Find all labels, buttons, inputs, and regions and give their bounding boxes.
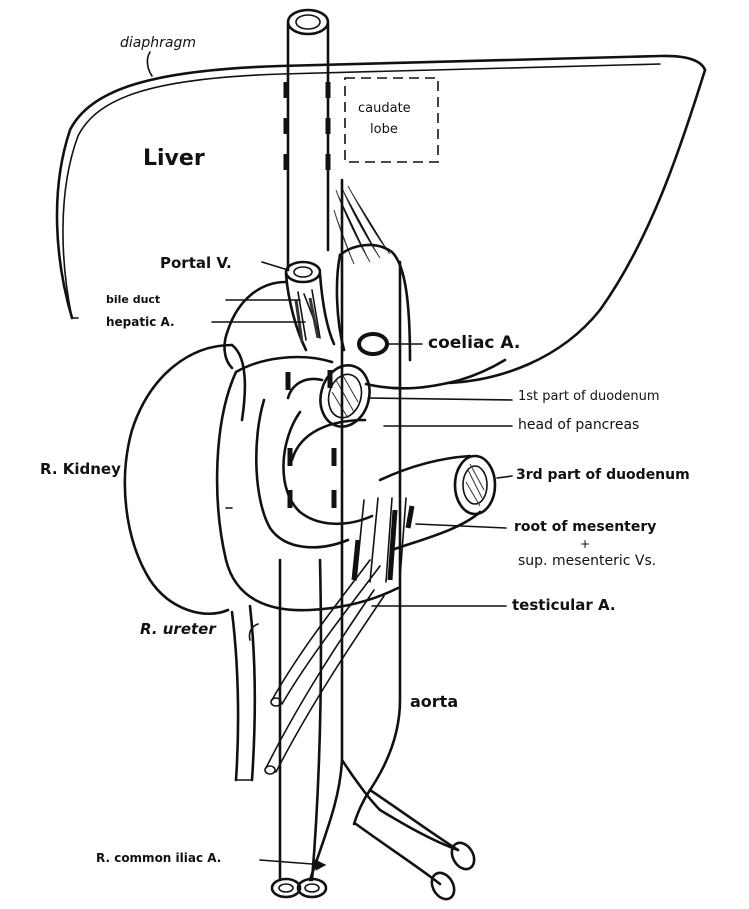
coeliac-artery-ring — [359, 334, 387, 354]
label-bile-duct: bile duct — [106, 294, 160, 305]
label-testicular-a: testicular A. — [512, 598, 616, 613]
label-r-ureter: R. ureter — [140, 622, 216, 637]
label-caudate: caudate — [358, 102, 411, 115]
inferior-vena-cava — [272, 10, 334, 897]
label-aorta: aorta — [410, 694, 458, 710]
label-third-part-duodenum: 3rd part of duodenum — [516, 468, 690, 482]
label-r-common-iliac-a: R. common iliac A. — [96, 852, 221, 864]
leader-lines — [147, 52, 512, 870]
caudate-lobe-outline — [345, 78, 438, 162]
label-diaphragm: diaphragm — [120, 36, 196, 50]
label-r-kidney: R. Kidney — [40, 462, 121, 477]
label-lobe: lobe — [370, 123, 398, 136]
label-head-of-pancreas: head of pancreas — [518, 418, 639, 432]
label-portal-v: Portal V. — [160, 256, 232, 271]
gallbladder-region — [225, 282, 286, 368]
right-kidney — [125, 345, 245, 614]
label-liver: Liver — [143, 148, 205, 170]
label-first-part-duodenum: 1st part of duodenum — [518, 390, 660, 403]
third-part-duodenum — [380, 456, 495, 550]
right-ureter — [232, 606, 255, 780]
stomach-region — [337, 245, 505, 388]
label-plus: + — [580, 538, 590, 550]
testicular-arteries — [265, 560, 384, 774]
label-hepatic-a: hepatic A. — [106, 316, 175, 328]
label-sup-mesenteric-vs: sup. mesenteric Vs. — [518, 554, 656, 568]
label-root-of-mesentery: root of mesentery — [514, 520, 656, 534]
label-coeliac-a: coeliac A. — [428, 335, 520, 352]
portal-vein — [286, 262, 334, 350]
